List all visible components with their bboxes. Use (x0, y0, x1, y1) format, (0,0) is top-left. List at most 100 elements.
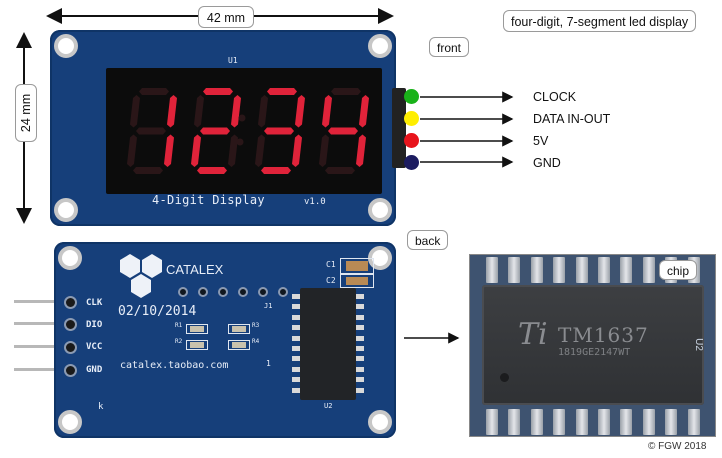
chip-pin (354, 366, 364, 372)
pin-header (392, 84, 418, 174)
colon-dot (236, 138, 244, 146)
mounting-hole (368, 34, 392, 58)
front-board: U1 4-Digit Display v1.0 (50, 30, 396, 226)
segment-f (258, 95, 268, 128)
chip-pin (292, 356, 302, 362)
resistor-r2 (186, 340, 208, 350)
segment-a (203, 88, 233, 95)
chip-pin (620, 257, 633, 283)
chip-pin (354, 377, 364, 383)
mounting-hole (54, 198, 78, 222)
c1-label: C1 (326, 260, 336, 269)
r3-label: R3 (252, 322, 260, 329)
k-label: k (98, 402, 104, 412)
pin-label-clk: CLK (86, 298, 103, 308)
chip-pin (354, 325, 364, 331)
copyright-label: © FGW 2018 (648, 441, 707, 452)
chip-pin (508, 257, 521, 283)
segment-b (295, 95, 305, 128)
r4-label: R4 (252, 338, 260, 345)
u1-ref-label: U1 (228, 56, 238, 65)
mounting-hole (58, 246, 82, 270)
back-board: CATALEX CLK DIO VCC GND 02/10/2014 catal… (54, 242, 396, 438)
pin-dot-5v (404, 133, 419, 148)
chip-pin (486, 257, 498, 283)
chip-pin (354, 387, 364, 393)
version-label: v1.0 (304, 197, 326, 207)
segment-b (167, 95, 177, 128)
segment-b (359, 95, 369, 128)
j1-label: J1 (264, 302, 273, 310)
mounting-hole (368, 198, 392, 222)
r1-label: R1 (175, 322, 183, 329)
chip-pin (620, 409, 633, 435)
brand-label: CATALEX (166, 262, 224, 277)
segment-e (191, 134, 201, 167)
pin-label-gnd-back: GND (86, 365, 103, 375)
segment-e (255, 134, 265, 167)
back-header-pins (14, 300, 64, 378)
segment-c (292, 134, 302, 167)
chip-photo: Ti TM1637 1819GE2147WT U2 (469, 254, 716, 437)
segment-g (328, 127, 358, 135)
segment-a (139, 88, 169, 95)
chip-pin (354, 356, 364, 362)
pin-label-5v: 5V (533, 134, 549, 148)
mounting-hole (58, 410, 82, 434)
chip-pin (598, 409, 610, 435)
c2-label: C2 (326, 276, 336, 285)
chip-pin (575, 257, 588, 283)
chip-pin (292, 346, 302, 351)
chip-pin (354, 304, 364, 310)
segment-c (164, 134, 174, 167)
pin-dot-clock (404, 89, 419, 104)
segment-d (325, 167, 355, 174)
diagram-title: four-digit, 7-segment led display (503, 10, 697, 32)
mounting-hole (368, 246, 392, 270)
chip-pin (508, 409, 521, 435)
chip-pin (292, 304, 302, 310)
chip-pin (292, 335, 302, 341)
segment-e (319, 134, 329, 167)
chip-pin (292, 366, 302, 372)
chip-package (482, 285, 704, 405)
segment-b (231, 95, 241, 128)
r2-label: R2 (175, 338, 183, 345)
pin-label-clock: CLOCK (533, 90, 577, 104)
seven-segment-digits (127, 88, 369, 174)
chip-pin (354, 314, 364, 320)
chip-pin (665, 409, 678, 435)
segment-g (200, 127, 230, 135)
display-board-label: 4-Digit Display (152, 193, 265, 207)
segment-g (136, 127, 166, 135)
catalex-logo-icon (120, 254, 162, 298)
chip-pin1-dot (500, 373, 509, 382)
capacitor-c1 (340, 258, 374, 274)
segment-f (322, 95, 332, 128)
mounting-hole (368, 410, 392, 434)
via-row (178, 287, 288, 299)
chip-u2-label: U2 (692, 338, 704, 351)
header-pad-row (64, 296, 78, 378)
chip-pin (553, 409, 566, 435)
chip-pin (687, 409, 700, 435)
url-label: catalex.taobao.com (120, 360, 229, 371)
segment-f (130, 95, 140, 128)
segment-d (197, 167, 227, 174)
segment-e (127, 134, 137, 167)
chip-logo-icon: Ti (518, 317, 548, 352)
pin-label-data: DATA IN-OUT (533, 112, 611, 126)
chip-pin (292, 294, 302, 299)
pin-label-gnd: GND (533, 156, 561, 170)
chip-view-label: chip (659, 260, 698, 280)
back-view-label: back (407, 230, 449, 250)
chip-pin (292, 377, 302, 383)
width-dimension-label: 42 mm (198, 6, 254, 28)
pin-dot-gnd (404, 155, 419, 170)
segment-c (356, 134, 366, 167)
chip-pin (354, 335, 364, 341)
pin-label-dio: DIO (86, 320, 103, 330)
capacitor-c2 (340, 274, 374, 288)
chip-pin (292, 314, 302, 320)
chip-pin (292, 325, 302, 331)
